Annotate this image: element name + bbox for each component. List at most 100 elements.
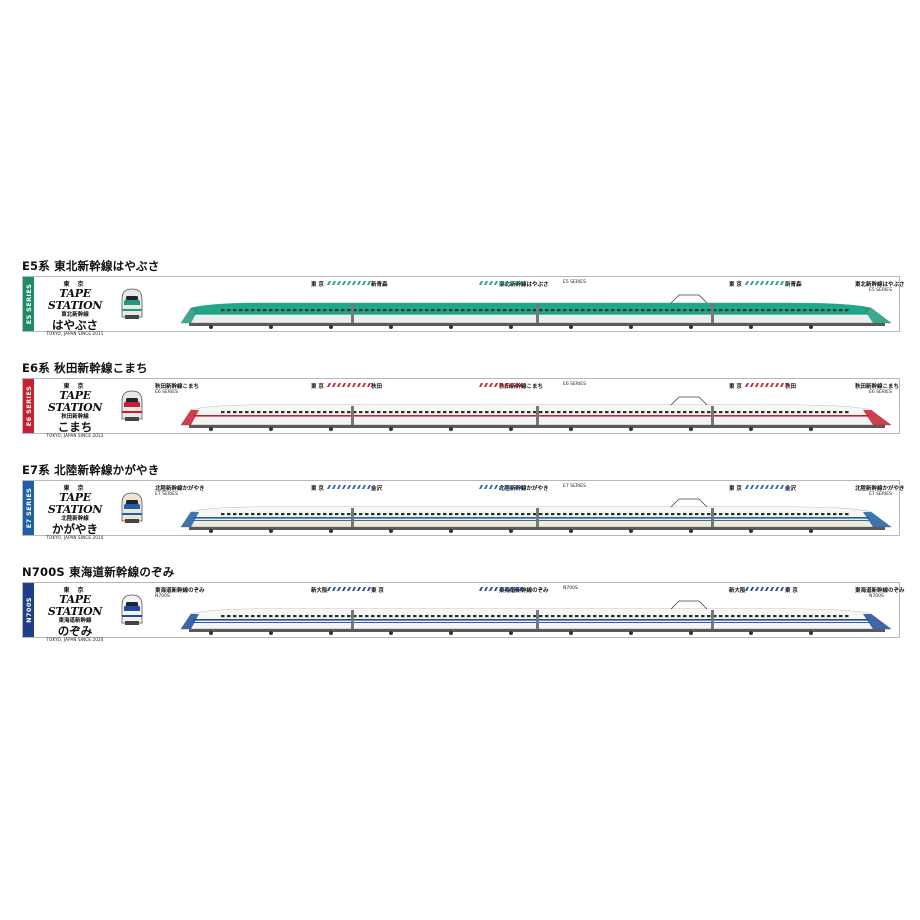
logo-since: TOKYO, JAPAN SINCE 2011 [46, 331, 104, 336]
train-front-icon [121, 594, 143, 625]
label-series-left: N700S [155, 594, 170, 599]
label-line-title-right: 秋田新幹線こまち [855, 384, 900, 390]
stripe-divider [479, 485, 523, 489]
logo-top: 東 京 [63, 485, 87, 492]
label-line-title-center: 東海道新幹線のぞみ [499, 588, 549, 594]
series-band: E7 SERIES [23, 481, 34, 535]
label-station: 東 京 [311, 486, 324, 492]
label-station: 新青森 [371, 282, 388, 288]
series-band-label: E5 SERIES [24, 283, 33, 325]
logo-top: 東 京 [63, 383, 87, 390]
label-station: 東 京 [371, 588, 384, 594]
stripe-divider [479, 383, 523, 387]
label-line-title-center: 北陸新幹線かがやき [499, 486, 549, 492]
tape-title: E7系 北陸新幹線かがやき [22, 463, 160, 477]
logo-train-name: かがやき [52, 522, 98, 536]
series-band: E6 SERIES [23, 379, 34, 433]
series-band-label: E6 SERIES [24, 385, 33, 427]
logo-train-name: こまち [57, 420, 93, 434]
label-station: 金沢 [371, 486, 383, 492]
train-body-illustration [180, 294, 892, 329]
tape-title: E5系 東北新幹線はやぶさ [22, 259, 160, 273]
label-station: 金沢 [785, 486, 797, 492]
label-station: 東 京 [729, 384, 742, 390]
label-series-right: N700S [869, 594, 884, 599]
label-line-title-center: 東北新幹線はやぶさ [499, 282, 549, 288]
series-band: N700S [23, 583, 34, 637]
stripe-divider [327, 485, 371, 489]
logo-brand: TAPE STATION [47, 389, 103, 414]
train-front-icon [121, 492, 143, 523]
label-line-title-right: 東海道新幹線のぞみ [855, 588, 905, 594]
train-front-icon [121, 390, 143, 421]
series-band-label: N700S [24, 597, 33, 623]
logo-brand: TAPE STATION [47, 287, 103, 312]
label-series-center: E5 SERIES [563, 280, 586, 285]
label-series-right: E5 SERIES [869, 288, 892, 293]
logo-line-name: 東北新幹線 [61, 312, 89, 318]
label-station: 新大阪 [729, 588, 746, 594]
stripe-divider [745, 587, 789, 591]
stripe-divider [745, 281, 789, 285]
label-line-title-center: 秋田新幹線こまち [499, 384, 544, 390]
stripe-divider [327, 587, 371, 591]
label-series-left: E6 SERIES [155, 390, 178, 395]
series-band: E5 SERIES [23, 277, 34, 331]
stripe-divider [479, 281, 523, 285]
stripe-divider [327, 281, 371, 285]
label-series-right: E6 SERIES [869, 390, 892, 395]
stripe-divider [745, 485, 789, 489]
logo-line-name: 秋田新幹線 [61, 414, 89, 420]
logo-since: TOKYO, JAPAN SINCE 2020 [46, 637, 104, 642]
logo-line-name: 東海道新幹線 [58, 618, 92, 624]
label-series-center: N700S [563, 586, 578, 591]
label-line-title-right: 東北新幹線はやぶさ [855, 282, 905, 288]
label-station: 東 京 [311, 384, 324, 390]
logo-since: TOKYO, JAPAN SINCE 2014 [46, 535, 104, 540]
logo-since: TOKYO, JAPAN SINCE 2013 [46, 433, 104, 438]
stripe-divider [479, 587, 523, 591]
tape-title: E6系 秋田新幹線こまち [22, 361, 148, 375]
logo-line-name: 北陸新幹線 [61, 516, 89, 522]
train-front-icon [121, 288, 143, 319]
label-series-left: E7 SERIES [155, 492, 178, 497]
train-body-illustration [180, 396, 892, 431]
stripe-divider [327, 383, 371, 387]
series-band-label: E7 SERIES [24, 487, 33, 529]
label-station: 新青森 [785, 282, 802, 288]
label-line-title-left: 秋田新幹線こまち [155, 384, 200, 390]
label-station: 秋田 [785, 384, 797, 390]
train-body-illustration [180, 600, 892, 635]
label-station: 秋田 [371, 384, 383, 390]
train-body-illustration [180, 498, 892, 533]
label-series-center: E7 SERIES [563, 484, 586, 489]
label-station: 東 京 [785, 588, 798, 594]
logo-brand: TAPE STATION [47, 491, 103, 516]
label-line-title-left: 東海道新幹線のぞみ [155, 588, 205, 594]
label-station: 東 京 [729, 282, 742, 288]
logo-brand: TAPE STATION [47, 593, 103, 618]
stripe-divider [745, 383, 789, 387]
label-series-right: E7 SERIES [869, 492, 892, 497]
label-line-title-left: 北陸新幹線かがやき [155, 486, 205, 492]
label-station: 東 京 [729, 486, 742, 492]
label-station: 東 京 [311, 282, 324, 288]
tape-title: N700S 東海道新幹線のぞみ [22, 565, 175, 579]
label-line-title-right: 北陸新幹線かがやき [855, 486, 905, 492]
label-station: 新大阪 [311, 588, 328, 594]
logo-train-name: はやぶさ [52, 318, 98, 332]
